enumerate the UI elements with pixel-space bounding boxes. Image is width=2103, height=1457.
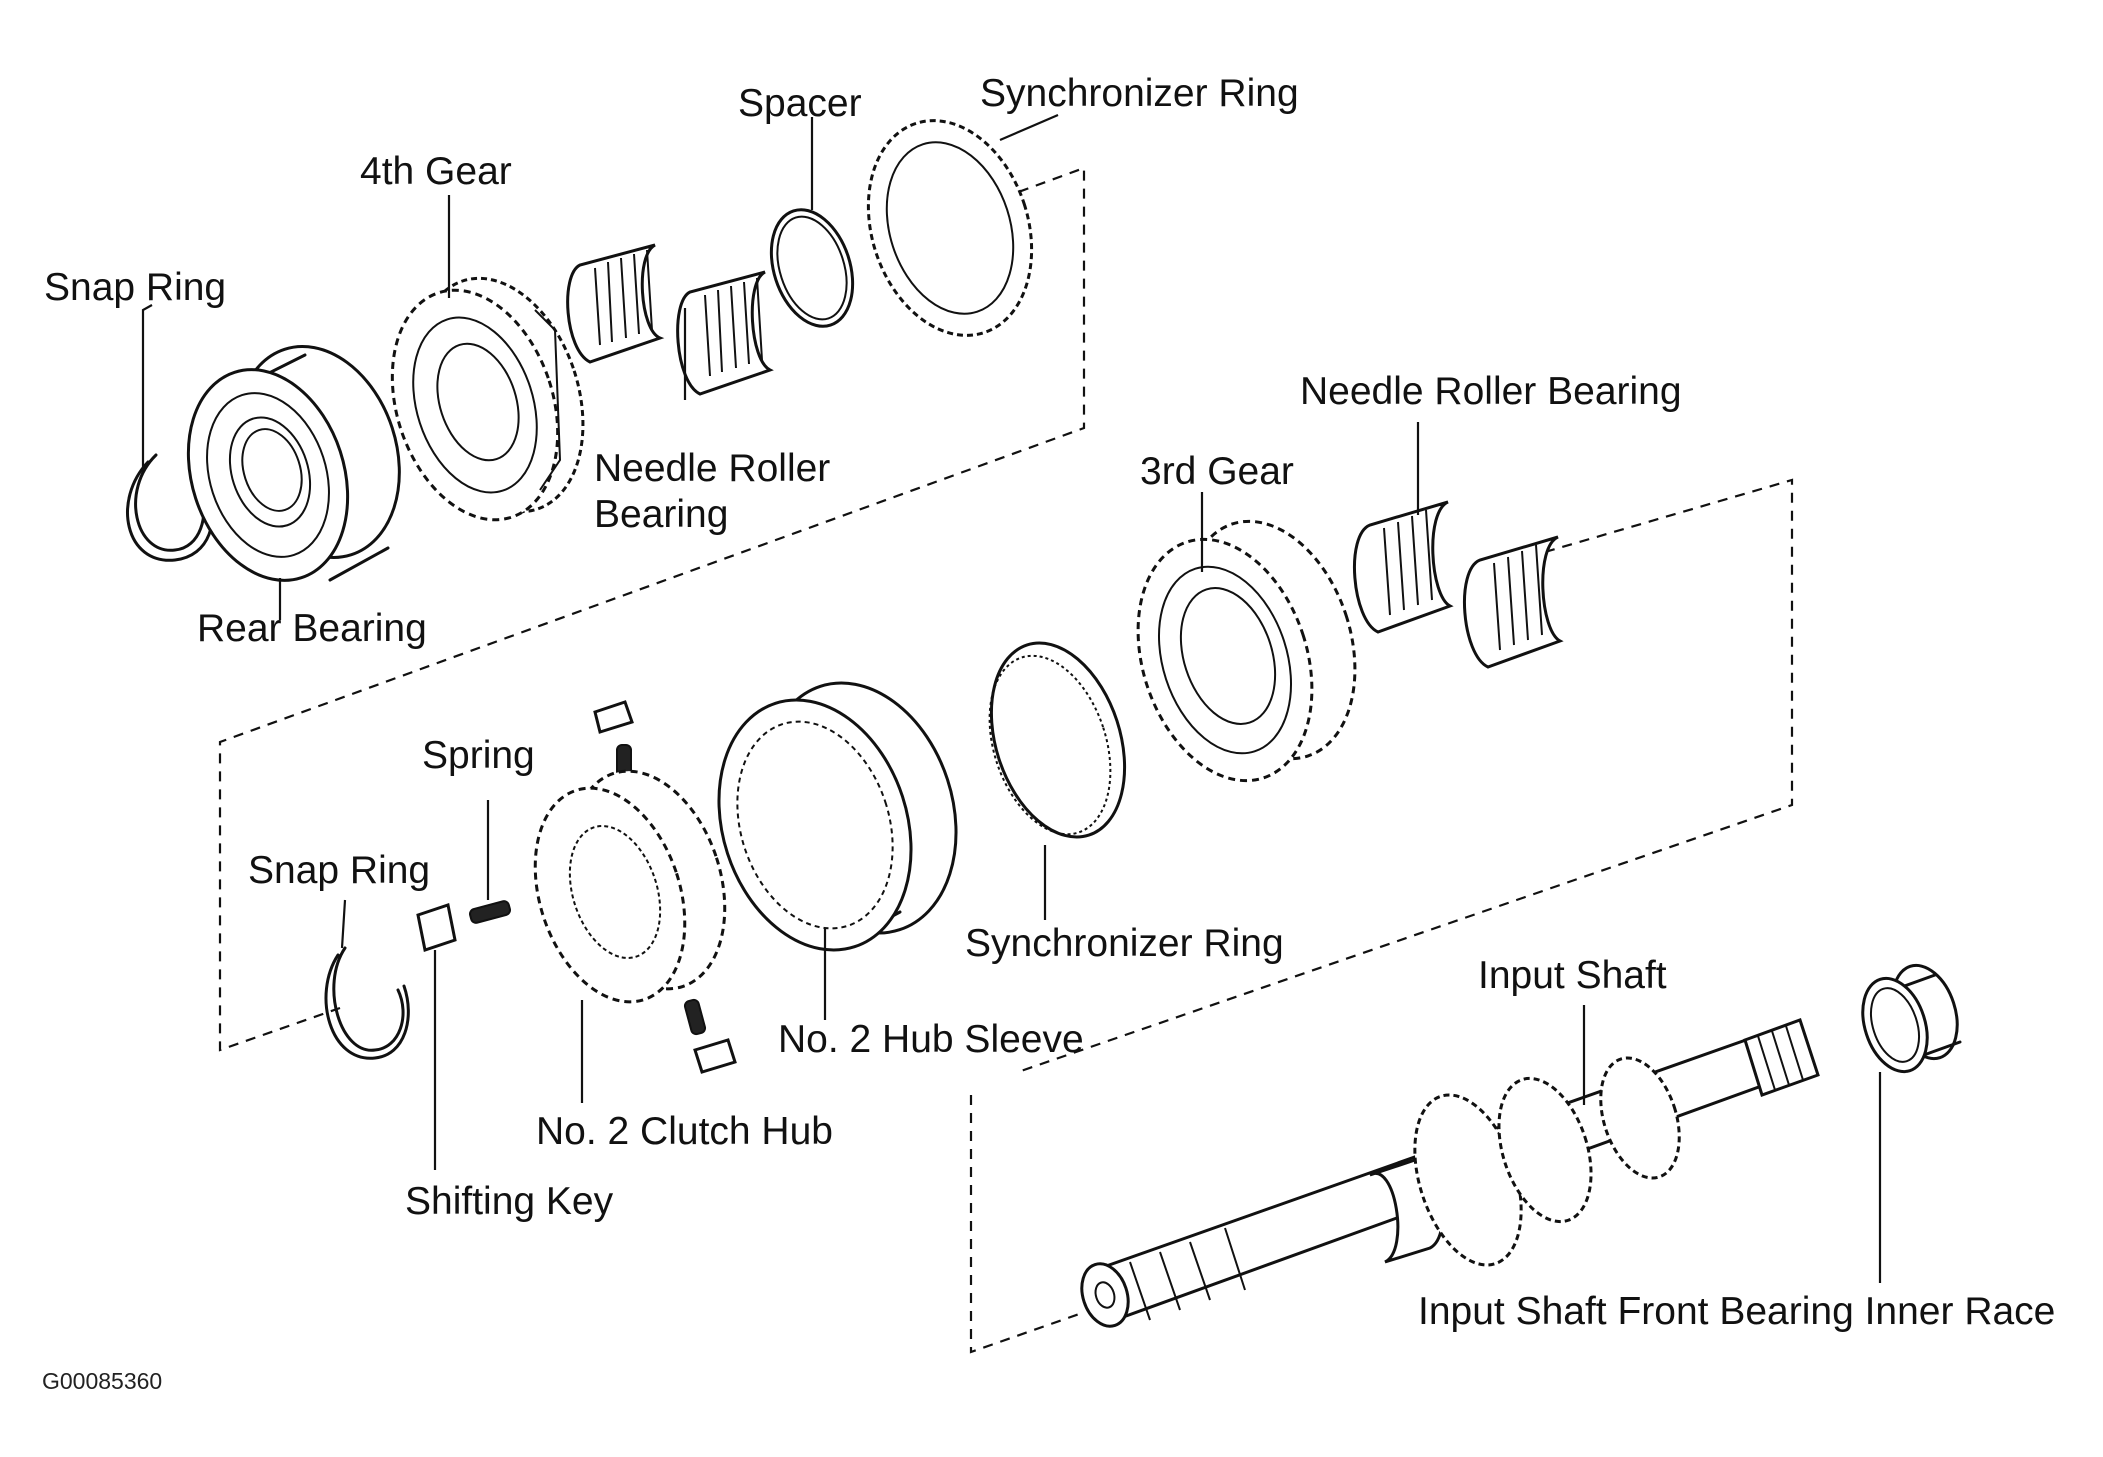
middle-assembly-dashed-frame (1017, 478, 1794, 1074)
input-shaft-label: Input Shaft (1478, 954, 1667, 997)
input-shaft-part (1080, 1018, 1820, 1328)
third-gear-label: 3rd Gear (1140, 450, 1294, 493)
inner-race-label: Input Shaft Front Bearing Inner Race (1418, 1290, 2056, 1333)
sync-ring-top-part (866, 119, 1034, 337)
shifting-key-label: Shifting Key (405, 1180, 614, 1223)
fourth-gear-part (390, 276, 585, 522)
needle-bearing-right-part (1352, 500, 1564, 669)
needle-bearing-right-label: Needle Roller Bearing (1300, 370, 1682, 413)
figure-code: G00085360 (42, 1368, 163, 1394)
snap-ring-top-label: Snap Ring (44, 266, 227, 309)
needle-bearing-top-label: Needle Roller Bearing (594, 447, 831, 537)
snap-ring-bottom-part (324, 946, 410, 1060)
sync-ring-bottom-part (988, 641, 1127, 839)
inner-race-part (1861, 963, 1962, 1074)
spacer-part (769, 208, 855, 328)
upper-assembly-dashed-frame (218, 166, 1086, 1052)
clutch-hub-label: No. 2 Clutch Hub (536, 1110, 833, 1153)
leader-lines (141, 113, 1882, 1283)
spring-label: Spring (422, 734, 535, 777)
small-keys-part (593, 700, 737, 1074)
shifting-key-part (416, 903, 457, 952)
hub-sleeve-part (717, 681, 958, 952)
spring-part (468, 900, 512, 924)
clutch-hub-part (533, 769, 727, 1004)
sync-ring-bottom-label: Synchronizer Ring (965, 922, 1284, 965)
snap-ring-bottom-label: Snap Ring (248, 849, 431, 892)
sync-ring-top-label: Synchronizer Ring (980, 72, 1299, 115)
spacer-label: Spacer (738, 82, 862, 125)
hub-sleeve-label: No. 2 Hub Sleeve (778, 1018, 1084, 1061)
rear-bearing-part (186, 344, 401, 582)
rear-bearing-label: Rear Bearing (197, 607, 427, 650)
shaft-dashed-frame (969, 1095, 1086, 1354)
fourth-gear-label: 4th Gear (360, 150, 512, 193)
third-gear-part (1136, 519, 1357, 783)
needle-bearing-top-part (566, 243, 774, 396)
